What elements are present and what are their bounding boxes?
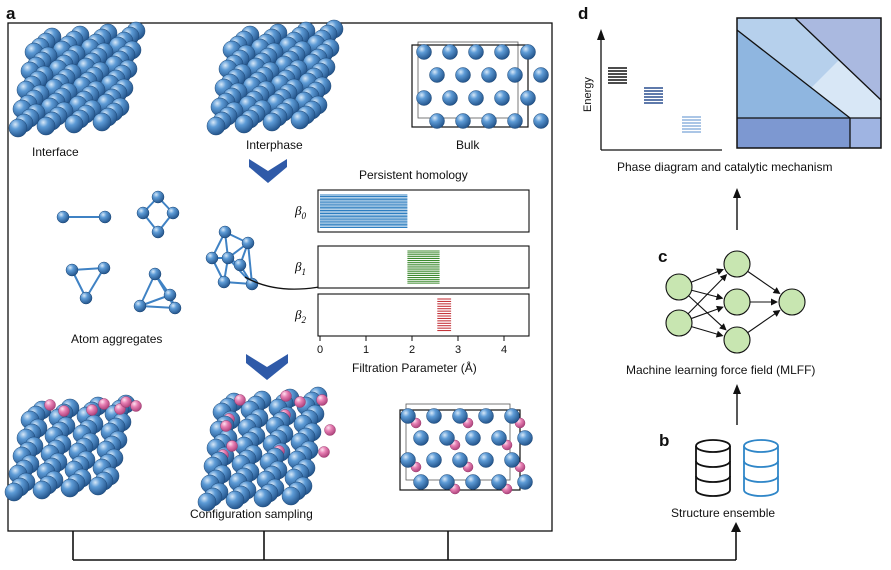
chevron-down-icon: [246, 354, 288, 380]
bulk-label: Bulk: [456, 138, 480, 152]
nn-node: [665, 309, 693, 337]
nn-node: [665, 273, 693, 301]
atom-aggregates-label: Atom aggregates: [71, 332, 162, 346]
nn-node: [723, 326, 751, 354]
neural-network-diagram: [665, 250, 806, 354]
nn-node: [778, 288, 806, 316]
panel-a-frame: [7, 22, 553, 532]
interphase-structure: [206, 19, 344, 136]
interface-label: Interface: [32, 145, 79, 159]
configuration-sampling-label: Configuration sampling: [190, 507, 313, 521]
bulk-structure: [411, 41, 549, 129]
arrow-b-to-c: [733, 384, 741, 425]
database-icon: [743, 439, 779, 497]
panel-label-a: a: [6, 4, 16, 23]
arrow-c-to-d: [733, 188, 741, 230]
x-tick-label: 4: [501, 344, 507, 356]
filtration-axis-label: Filtration Parameter (Å): [352, 360, 477, 375]
structure-ensemble-label: Structure ensemble: [671, 506, 775, 520]
beta2-label: β2: [294, 307, 306, 325]
beta0-label: β0: [294, 203, 306, 221]
chevron-down-icon: [249, 159, 287, 183]
atom-aggregates: [56, 190, 259, 315]
persistent-homology-title: Persistent homology: [359, 168, 468, 182]
energy-axis-label: Energy: [582, 77, 594, 112]
interphase-label: Interphase: [246, 138, 303, 152]
x-tick-label: 3: [455, 344, 461, 356]
energy-plot: Energy: [582, 29, 722, 151]
panel-label-b: b: [659, 431, 669, 450]
x-tick-label: 2: [409, 344, 415, 356]
phase-diagram: [736, 17, 882, 149]
mlff-label: Machine learning force field (MLFF): [626, 363, 815, 377]
x-tick-label: 0: [317, 344, 323, 356]
nn-node: [723, 250, 751, 278]
sampled-bulk-structure: [399, 403, 533, 495]
phase-diagram-caption: Phase diagram and catalytic mechanism: [617, 160, 832, 174]
bottom-connector: [72, 522, 741, 561]
sampled-interface-structure: [4, 394, 142, 502]
interface-structure: [8, 21, 146, 138]
persistence-barcode: β0 β1 β2 0 1 2 3 4 Filtration Parameter (Å): [294, 189, 530, 375]
beta1-label: β1: [294, 259, 306, 277]
sampled-interphase-structure: [197, 386, 336, 512]
panel-label-c: c: [658, 247, 667, 266]
panel-label-d: d: [578, 4, 588, 23]
nn-node: [723, 288, 751, 316]
database-icon: [695, 439, 731, 497]
x-tick-label: 1: [363, 344, 369, 356]
beta2-box: [317, 293, 530, 337]
